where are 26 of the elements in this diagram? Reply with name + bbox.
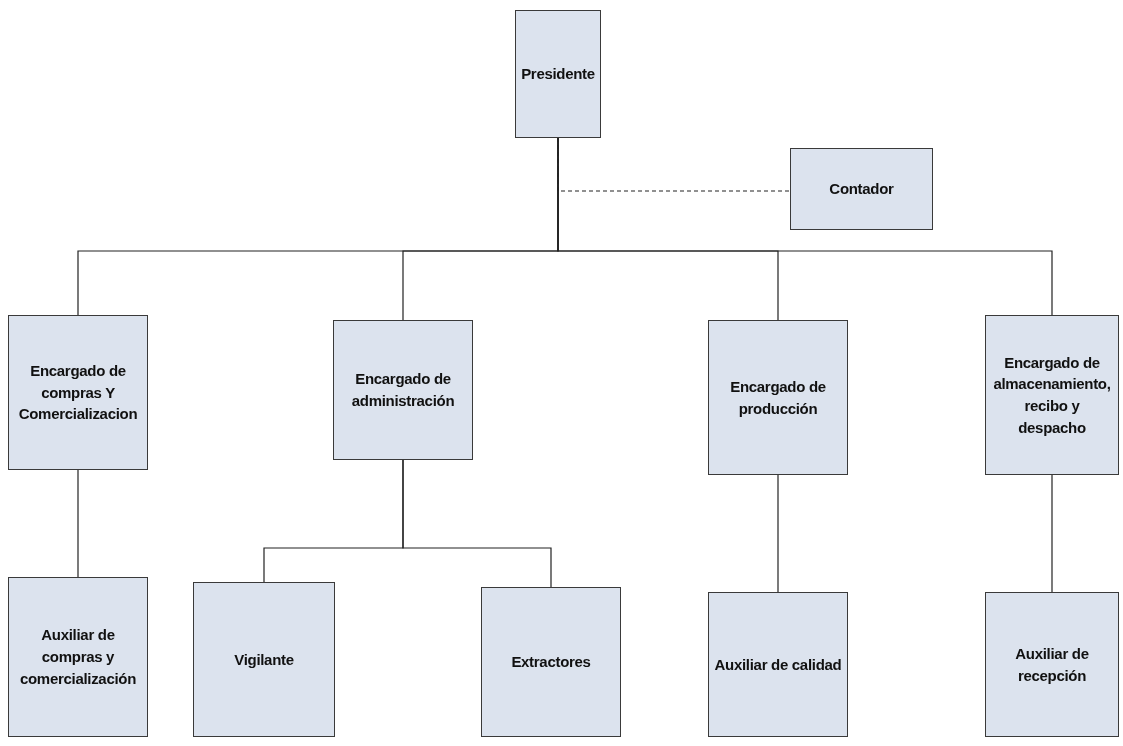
role-title: Encargado de almacenamiento, recibo y despacho (992, 352, 1112, 438)
role-title: Encargado de compras Y Comercializacion (17, 360, 139, 425)
role-title: Auxiliar de recepción (1014, 643, 1090, 686)
role-title: Contador (829, 179, 894, 200)
connector-line (77, 469, 79, 578)
org-box (333, 320, 473, 460)
org-box (8, 577, 148, 737)
org-box (985, 592, 1119, 737)
org-box (708, 320, 848, 475)
org-box (193, 582, 335, 737)
org-box (515, 10, 601, 138)
org-box (708, 592, 848, 737)
role-title: Presidente (521, 64, 595, 85)
role-title: Encargado de producción (729, 376, 827, 419)
role-title: Vigilante (234, 649, 294, 670)
role-title: Auxiliar de compras y comercialización (18, 625, 138, 689)
org-box (8, 315, 148, 470)
role-title: Extractores (511, 652, 591, 673)
org-box (481, 587, 621, 737)
connector-line (777, 474, 779, 593)
role-title: Encargado de administración (350, 369, 456, 411)
connector-line (402, 459, 552, 588)
org-box (985, 315, 1119, 475)
connector-line (1051, 474, 1053, 593)
role-title: Auxiliar de calidad (714, 654, 842, 675)
org-box (790, 148, 933, 230)
